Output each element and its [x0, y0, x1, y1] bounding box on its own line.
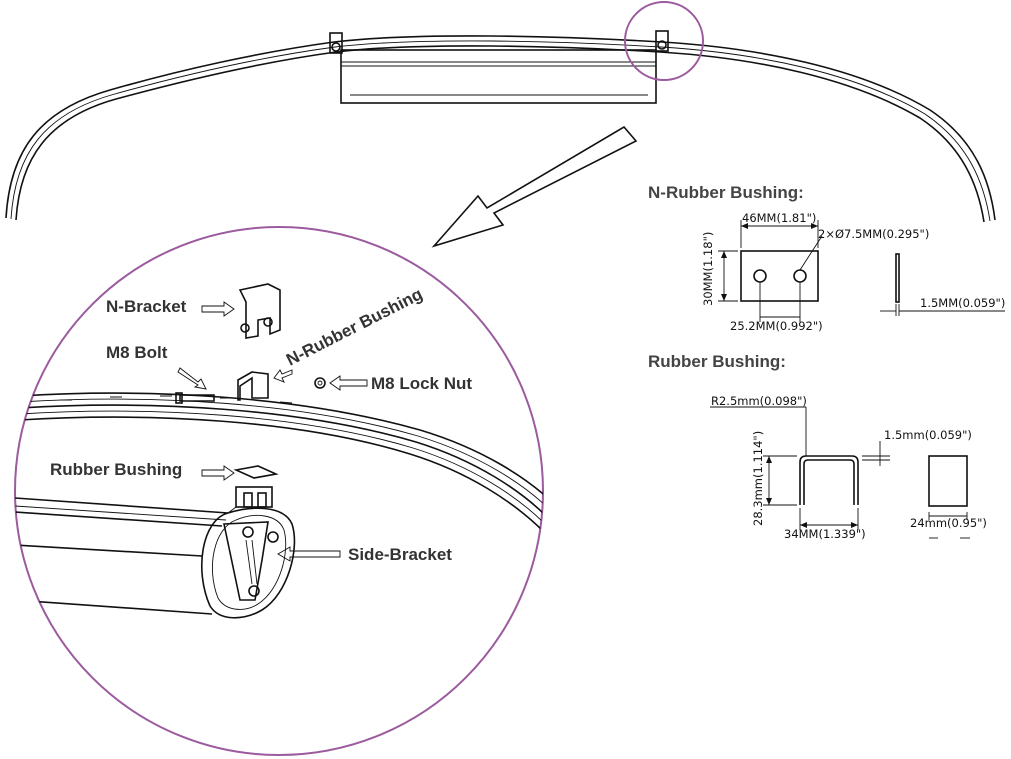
m8-lock-nut-part	[314, 377, 326, 389]
rubber-bushing-label: Rubber Bushing	[50, 460, 182, 479]
overview-rail	[5, 35, 996, 223]
m8-lock-nut-arrow	[329, 375, 368, 391]
m8-bolt-label: M8 Bolt	[106, 343, 168, 362]
rubber-thickness-dim: 1.5mm(0.059")	[884, 428, 972, 442]
n-rubber-holes-dim: 2×Ø7.5MM(0.295")	[818, 227, 929, 241]
rubber-bushing-arrow	[201, 465, 235, 481]
zoom-arrow	[431, 125, 638, 248]
n-rubber-spec-drawing	[718, 220, 1005, 322]
n-rubber-bushing-part	[237, 371, 269, 401]
n-bracket-label: N-Bracket	[106, 297, 187, 316]
n-rubber-thickness-dim: 1.5MM(0.059")	[920, 296, 1005, 310]
n-rubber-width-dim: 46MM(1.81")	[742, 211, 816, 225]
m8-lock-nut-label: M8 Lock Nut	[371, 374, 472, 393]
rubber-spec-title: Rubber Bushing:	[648, 352, 786, 371]
rubber-depth-dim: 24mm(0.95")	[910, 516, 987, 530]
callout-circle-small	[624, 1, 704, 81]
rubber-width-dim: 34MM(1.339")	[784, 527, 866, 541]
n-rubber-bushing-arrow	[273, 369, 293, 383]
n-rubber-spacing-dim: 25.2MM(0.992")	[730, 319, 823, 333]
n-rubber-bushing-label: N-Rubber Bushing	[283, 284, 425, 369]
detail-circle	[14, 226, 544, 756]
rubber-radius-dim: R2.5mm(0.098")	[711, 394, 807, 408]
n-rubber-spec-title: N-Rubber Bushing:	[648, 183, 804, 202]
n-bracket-part	[238, 283, 281, 339]
side-bracket-label: Side-Bracket	[348, 545, 452, 564]
m8-bolt-arrow	[177, 367, 207, 390]
rubber-height-dim: 28.3mm(1.114")	[751, 431, 765, 526]
detail-view	[15, 392, 543, 619]
rubber-spec-drawing	[710, 406, 970, 539]
rubber-bushing-part	[233, 465, 279, 479]
m8-bolt-part	[175, 392, 215, 404]
n-rubber-height-dim: 30MM(1.18")	[701, 232, 715, 306]
overview-fixture	[329, 30, 669, 104]
side-bracket-arrow	[277, 546, 341, 562]
n-bracket-arrow	[201, 301, 235, 317]
